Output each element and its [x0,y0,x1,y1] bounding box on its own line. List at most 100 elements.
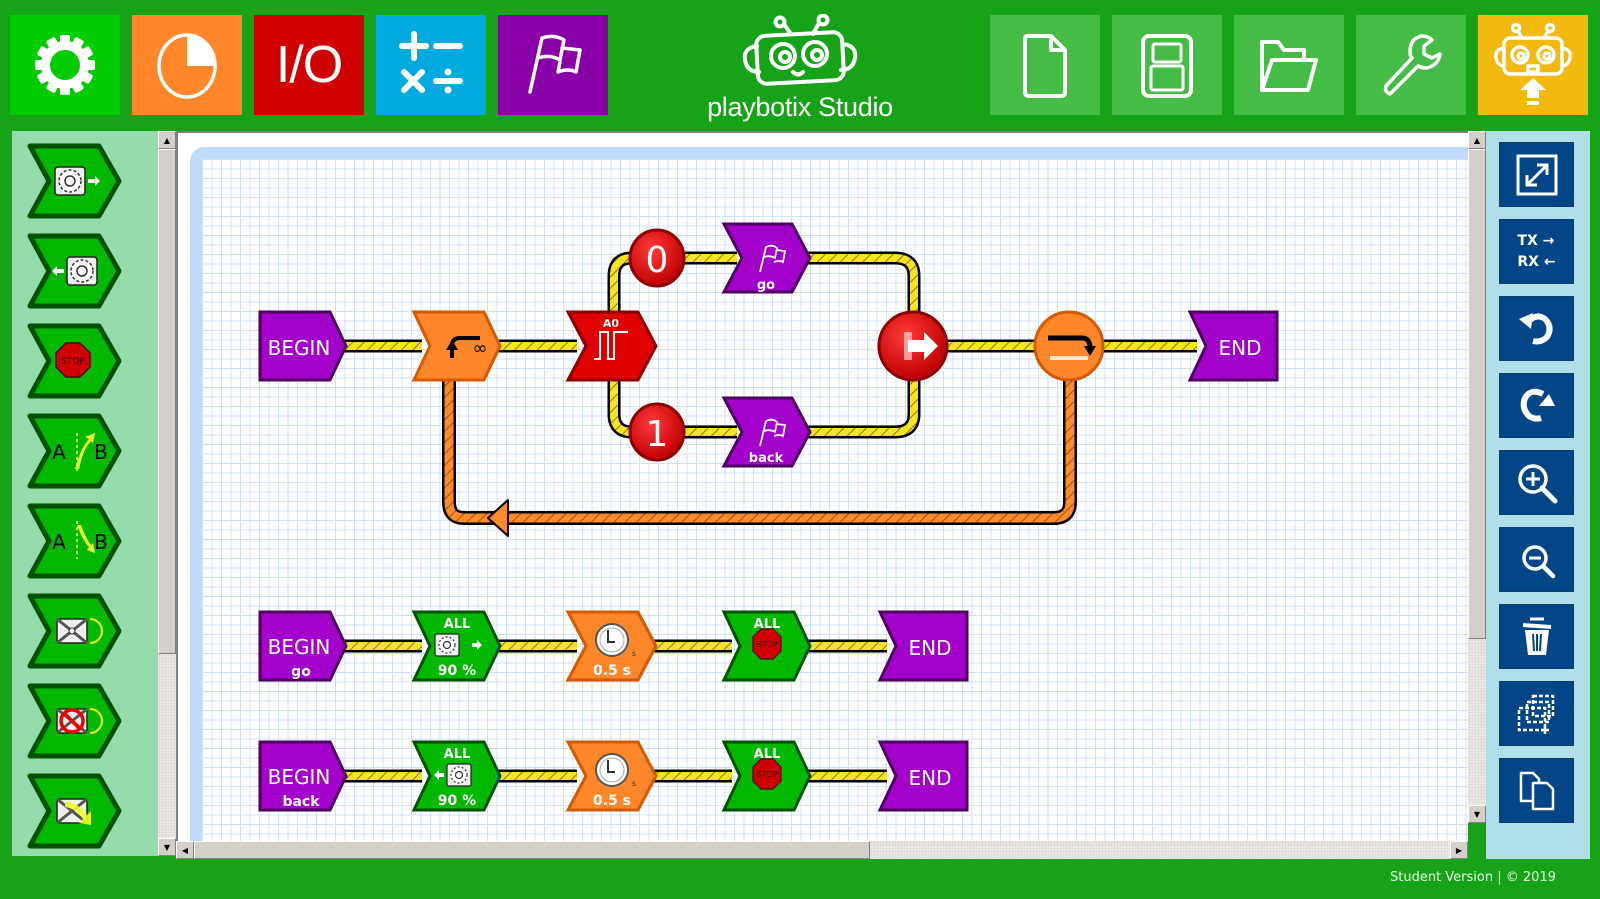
wrench-icon [1383,34,1442,96]
stopwatch-icon [595,753,629,787]
wait-block[interactable]: s0.5 s [565,740,658,812]
save-button[interactable] [1112,15,1222,115]
fit-to-screen-button[interactable] [1499,142,1574,207]
canvas-scroll-down-button[interactable]: ▼ [1468,805,1486,823]
svg-text:ALL: ALL [754,617,781,632]
svg-text:END: END [909,766,952,790]
call-flag-go-block[interactable]: go [721,222,812,294]
palette-item-motor-backward[interactable] [27,233,123,309]
palette-item-turn-up[interactable]: A B [27,413,123,489]
svg-text:90 %: 90 % [438,793,476,809]
stop-sign-icon: STOP [752,758,782,790]
palette-item-servo-move[interactable] [27,773,123,849]
palette-item-servo-off[interactable] [27,683,123,759]
tools-button[interactable] [1356,15,1466,115]
stop-label: STOP [61,357,85,367]
begin-block[interactable]: BEGIN [258,310,348,382]
zoom-out-icon [1521,544,1555,578]
condition-1-node[interactable]: 1 [628,402,686,462]
label-b: B [94,530,108,554]
svg-text:back: back [749,451,784,466]
end-block[interactable]: END [1187,310,1279,382]
palette-scrollbar[interactable]: ▲ ▼ [158,131,176,856]
delete-button[interactable] [1499,604,1574,669]
label-a: A [52,530,66,554]
end-back-block[interactable]: END [877,740,969,812]
canvas-vscroll-thumb[interactable] [1468,149,1486,639]
canvas-vscroll-track[interactable] [1468,639,1486,805]
undo-button[interactable] [1499,296,1574,361]
call-flag-back-block[interactable]: back [721,396,812,468]
wait-block[interactable]: s0.5 s [565,610,658,682]
wire-main [342,251,1197,439]
end-go-block[interactable]: END [877,610,969,682]
io-label: I/O [275,36,343,94]
palette-item-motor-forward[interactable] [27,143,123,219]
canvas-horizontal-scrollbar[interactable]: ◀ ▶ [176,841,1486,859]
motor-backward-block[interactable]: ALL 90 % [411,740,502,812]
new-file-button[interactable] [990,15,1100,115]
flag-icon [759,418,787,447]
digital-input-block[interactable]: A0 [565,310,658,382]
palette-scroll-up-button[interactable]: ▲ [158,131,176,149]
loop-arrow-icon [487,499,509,537]
svg-text:ALL: ALL [444,747,471,762]
zoom-out-button[interactable] [1499,527,1574,592]
settings-button[interactable] [10,15,120,115]
robot-logo-icon [742,14,858,86]
servo-disabled-icon [56,707,103,735]
copy-icon [1519,771,1554,810]
loop-forever-block[interactable]: ∞ [411,310,502,382]
app-title: playbotix Studio [707,92,893,122]
upload-button[interactable] [1478,15,1588,115]
palette-item-motor-stop[interactable]: STOP [27,323,123,399]
svg-text:s: s [632,649,636,658]
io-button[interactable]: I/O [254,15,364,115]
app-logo: playbotix Studio [690,14,910,124]
svg-text:0: 0 [646,240,669,281]
serial-tx-rx-button[interactable]: TX → RX ← [1499,219,1574,284]
program-canvas[interactable]: BEGIN ∞ A0 0 go [176,131,1468,841]
save-icon [1141,34,1193,98]
canvas-scroll-left-button[interactable]: ◀ [176,841,194,859]
palette-item-servo[interactable] [27,593,123,669]
status-footer: Student Version | © 2019 [1390,870,1556,885]
redo-button[interactable] [1499,373,1574,438]
palette-item-turn-down[interactable]: A B [27,503,123,579]
undo-icon [1518,312,1553,344]
flags-button[interactable] [498,15,608,115]
canvas-scroll-right-button[interactable]: ▶ [1450,841,1468,859]
edition-label: Student Version [1389,870,1494,885]
timer-button[interactable] [132,15,242,115]
canvas-hscroll-track[interactable] [870,841,1450,859]
open-button[interactable] [1234,15,1344,115]
math-button[interactable] [376,15,486,115]
zoom-in-button[interactable] [1499,450,1574,515]
palette-scroll-down-button[interactable]: ▼ [158,838,176,856]
svg-text:go: go [757,278,775,293]
merge-node[interactable] [877,310,949,382]
expand-icon [1516,154,1557,195]
curve-down-arrow-icon [76,521,95,559]
canvas-hscroll-thumb[interactable] [194,841,870,859]
palette-scroll-track[interactable] [158,654,176,838]
canvas-vertical-scrollbar[interactable]: ▲ ▼ [1468,131,1486,841]
svg-text:back: back [282,794,320,810]
canvas-scroll-up-button[interactable]: ▲ [1468,131,1486,149]
palette-scroll-thumb[interactable] [158,149,176,654]
svg-text:0.5 s: 0.5 s [593,663,631,679]
footer-separator: | [1497,870,1502,885]
new-document-icon [1023,34,1067,98]
svg-text:0.5 s: 0.5 s [593,793,631,809]
copyright-label: © 2019 [1505,870,1556,885]
copy-button[interactable] [1499,758,1574,823]
merge-arrow-icon [908,332,938,360]
loop-end-node[interactable] [1033,310,1105,382]
multi-select-button[interactable] [1499,681,1574,746]
condition-0-node[interactable]: 0 [628,228,686,288]
